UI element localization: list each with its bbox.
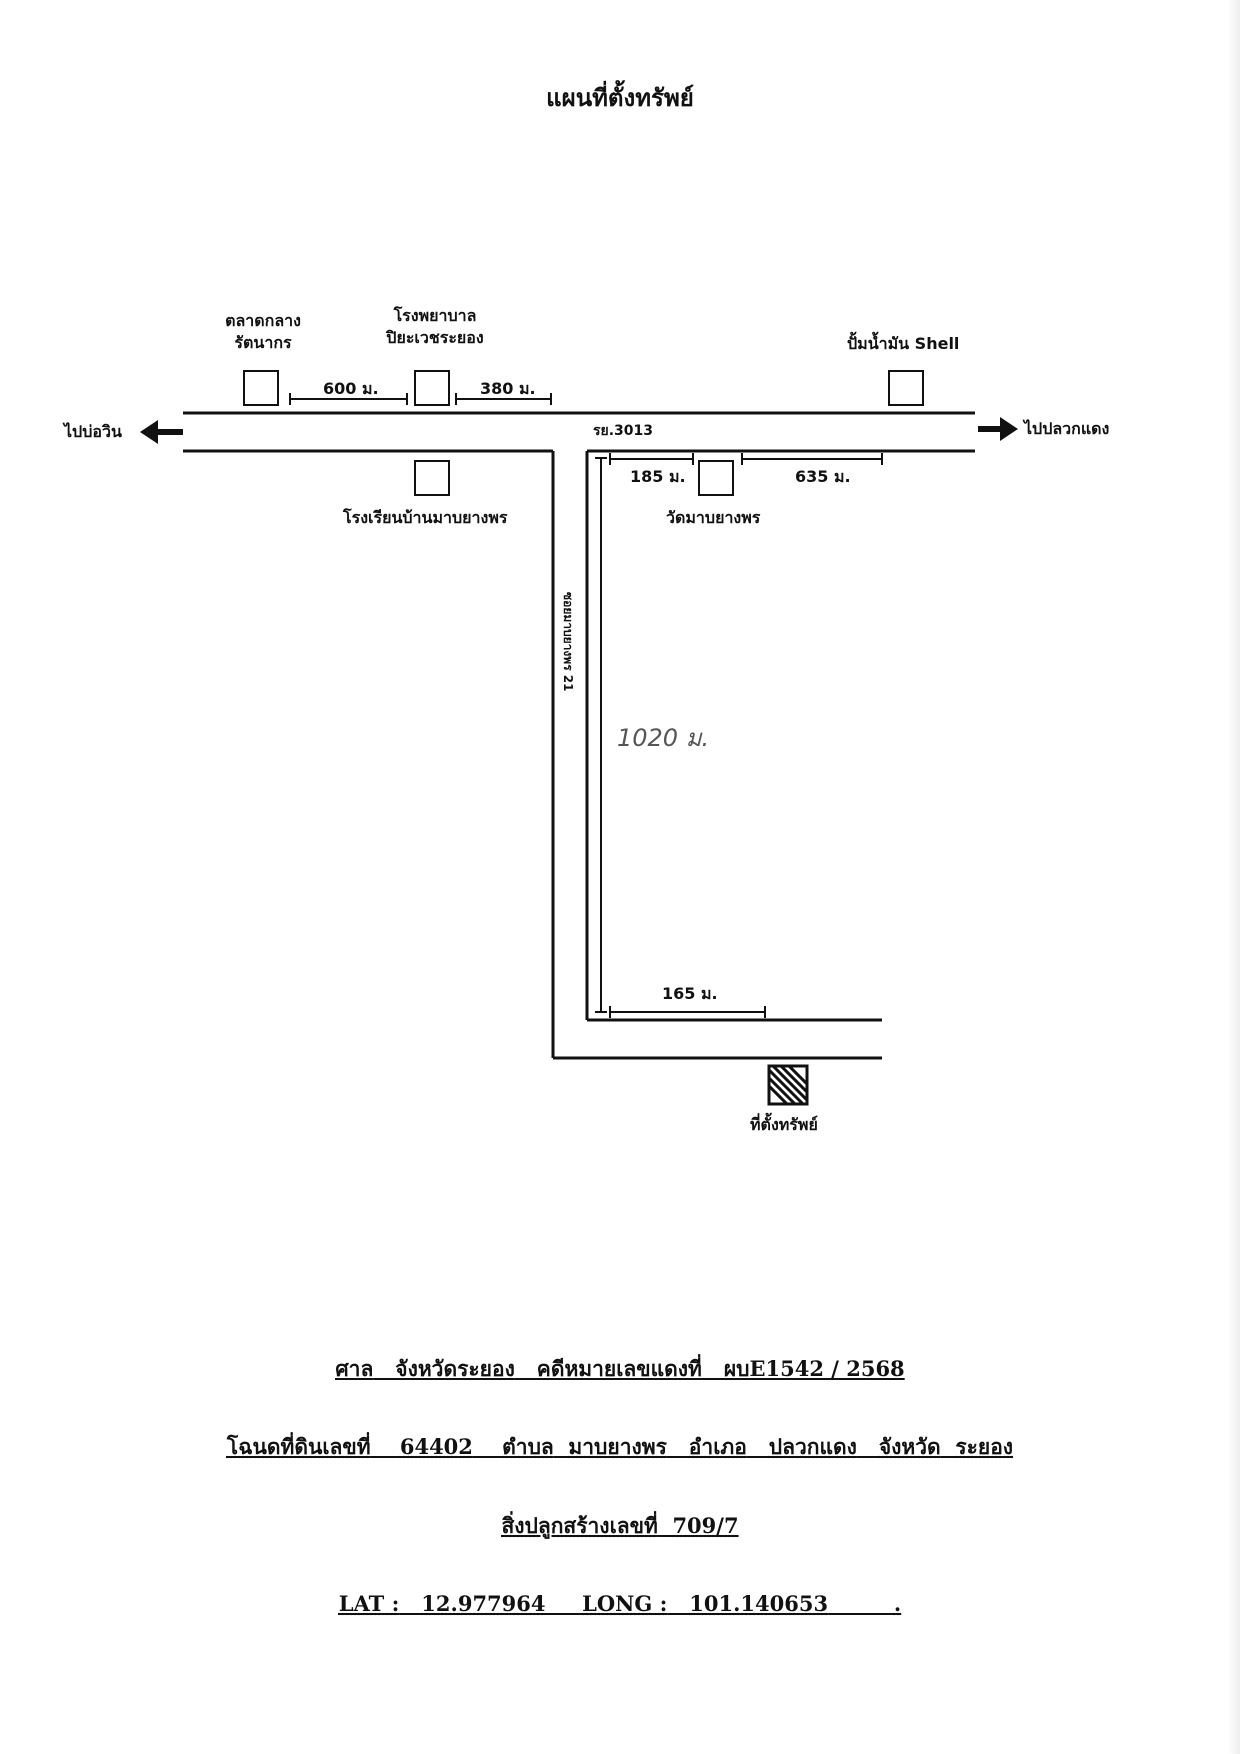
hospital-label-line2: ปิยะเวชระยอง — [386, 328, 484, 347]
footer-deed-line: โฉนดที่ดินเลขที่ 64402 ตำบล มาบยางพร อำเ… — [0, 1431, 1240, 1464]
amphoe-label: อำเภอ — [688, 1434, 747, 1459]
market-box — [243, 370, 279, 406]
distance-bar-185 — [609, 453, 694, 465]
school-label: โรงเรียนบ้านมาบยางพร — [343, 508, 508, 527]
footer-court-line: ศาล จังหวัดระยอง คดีหมายเลขแดงที่ ผบE154… — [0, 1353, 1240, 1386]
distance-600-label: 600 ม. — [323, 379, 379, 398]
property-marker-icon — [767, 1064, 809, 1106]
hospital-box — [414, 370, 450, 406]
hospital-label: โรงพยาบาล ปิยะเวชระยอง — [360, 305, 510, 349]
distance-bar-380 — [455, 393, 552, 405]
province-value: ระยอง — [955, 1434, 1014, 1459]
deed-label: โฉนดที่ดินเลขที่ — [226, 1434, 371, 1459]
distance-165-label: 165 ม. — [662, 984, 718, 1003]
school-box — [414, 460, 450, 496]
building-number: 709/7 — [672, 1513, 739, 1538]
deed-number: 64402 — [399, 1434, 473, 1459]
market-label: ตลาดกลาง รัตนากร — [200, 310, 326, 354]
direction-left-label: ไปบ่อวิน — [64, 422, 122, 441]
distance-380-label: 380 ม. — [480, 379, 536, 398]
gas-station-label: ปั้มน้ำมัน Shell — [847, 334, 960, 353]
distance-1020-label: 1020 ม. — [617, 724, 710, 752]
distance-bar-600 — [289, 393, 408, 405]
main-road-label: รย.3013 — [593, 423, 654, 439]
distance-bar-635 — [741, 453, 883, 465]
page-title: แผนที่ตั้งทรัพย์ — [546, 83, 694, 112]
court-label: ศาล — [335, 1356, 374, 1381]
lat-value: 12.977964 — [421, 1591, 546, 1616]
market-label-line1: ตลาดกลาง — [225, 311, 301, 330]
temple-box — [698, 460, 734, 496]
coordinates-end-mark: . — [893, 1591, 902, 1616]
distance-bar-165 — [609, 1006, 766, 1018]
building-label: สิ่งปลูกสร้างเลขที่ — [501, 1513, 658, 1538]
arrow-right-icon — [978, 417, 1018, 441]
long-value: 101.140653 — [689, 1591, 829, 1616]
arrow-left-icon — [140, 420, 183, 444]
long-label: LONG : — [582, 1591, 668, 1616]
soi-road-label: ซอยมาบยางพร 21 — [561, 592, 575, 692]
distance-185-label: 185 ม. — [630, 467, 686, 486]
amphoe-value: ปลวกแดง — [768, 1434, 857, 1459]
temple-label: วัดมาบยางพร — [666, 508, 761, 527]
gas-station-box — [888, 370, 924, 406]
court-value: จังหวัดระยอง — [395, 1356, 515, 1381]
tambon-label: ตำบล — [502, 1434, 554, 1459]
distance-bar-1020 — [595, 457, 607, 1013]
direction-right-label: ไปปลวกแดง — [1024, 419, 1110, 438]
province-label: จังหวัด — [878, 1434, 941, 1459]
property-label: ที่ตั้งทรัพย์ — [750, 1115, 818, 1134]
market-label-line2: รัตนากร — [234, 333, 292, 352]
case-number: ผบE1542 / 2568 — [723, 1356, 905, 1381]
tambon-value: มาบยางพร — [568, 1434, 667, 1459]
page-edge-shadow — [1228, 0, 1240, 1754]
lat-label: LAT : — [338, 1591, 400, 1616]
footer-building-line: สิ่งปลูกสร้างเลขที่ 709/7 — [0, 1510, 1240, 1543]
hospital-label-line1: โรงพยาบาล — [393, 306, 477, 325]
case-label: คดีหมายเลขแดงที่ — [536, 1356, 702, 1381]
distance-635-label: 635 ม. — [795, 467, 851, 486]
footer-coordinates-line: LAT : 12.977964 LONG : 101.140653 . — [0, 1591, 1240, 1616]
